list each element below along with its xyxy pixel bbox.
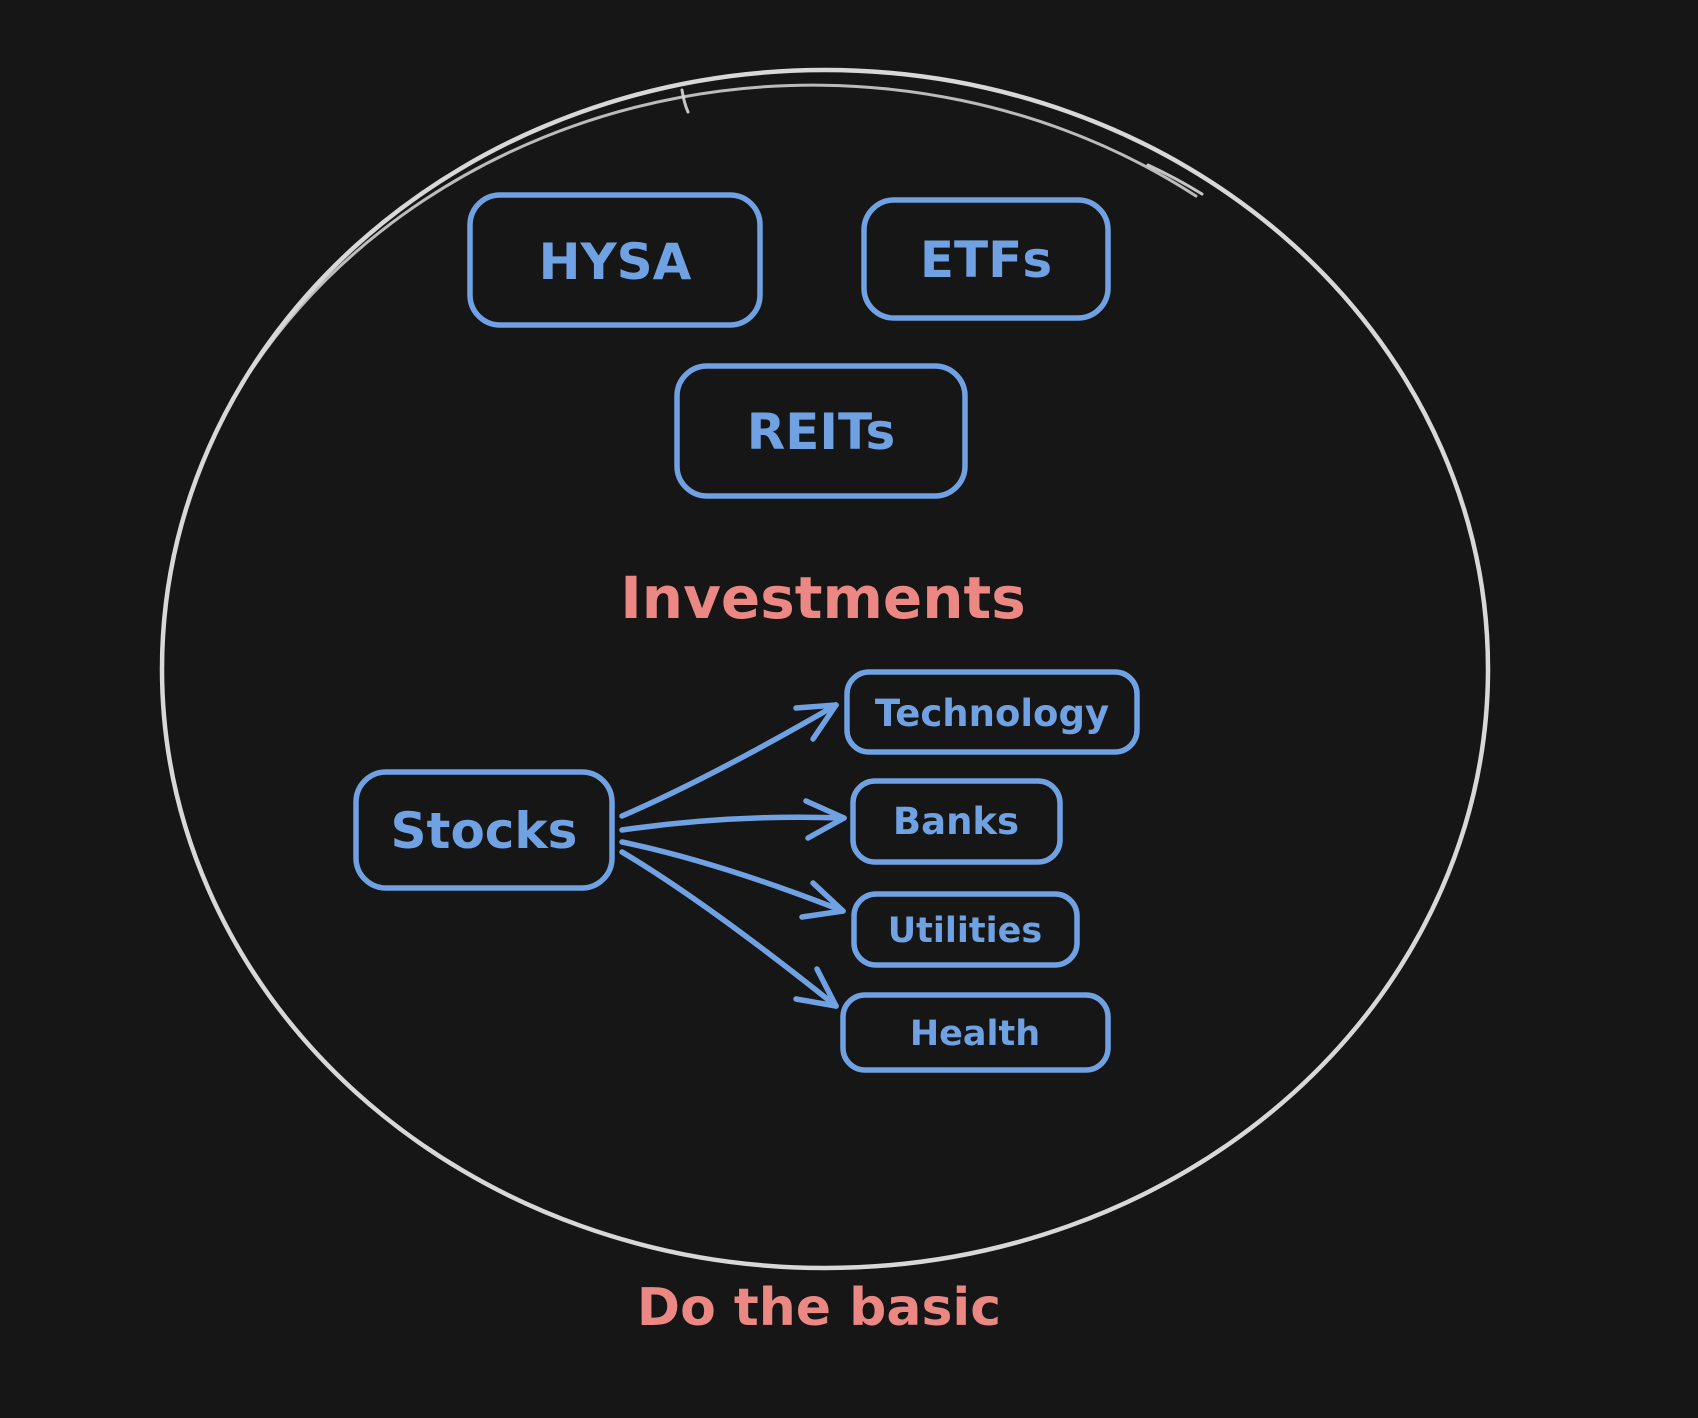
group-ellipse-overdraw [248, 83, 1198, 374]
arrow-stocks-to-utilities [619, 839, 846, 920]
diagram-title: Investments [620, 564, 1026, 632]
ellipse-pen-tail-right [1146, 163, 1204, 196]
node-box-reits [674, 363, 968, 499]
node-label-hysa: HYSA [539, 233, 692, 291]
node-label-reits: REITs [747, 403, 896, 461]
node-label-health: Health [910, 1014, 1040, 1054]
node-box-technology [844, 669, 1140, 755]
arrow-stocks-to-technology [619, 702, 839, 819]
arrow-stocks-to-health [619, 849, 839, 1009]
node-box-stocks [353, 769, 615, 891]
node-box-hysa [467, 192, 763, 328]
arrow-stocks-to-banks [619, 798, 847, 841]
node-box-utilities [851, 891, 1080, 968]
node-box-etfs [861, 197, 1111, 321]
node-label-etfs: ETFs [920, 231, 1052, 289]
ellipse-pen-tail-left [680, 88, 690, 114]
group-ellipse [159, 67, 1491, 1271]
node-label-stocks: Stocks [391, 802, 578, 860]
node-label-utilities: Utilities [888, 911, 1042, 951]
node-box-banks [850, 778, 1063, 865]
node-box-health [840, 992, 1111, 1073]
node-label-banks: Banks [893, 800, 1019, 843]
diagram-caption: Do the basic [637, 1278, 1001, 1338]
node-label-technology: Technology [875, 692, 1109, 735]
